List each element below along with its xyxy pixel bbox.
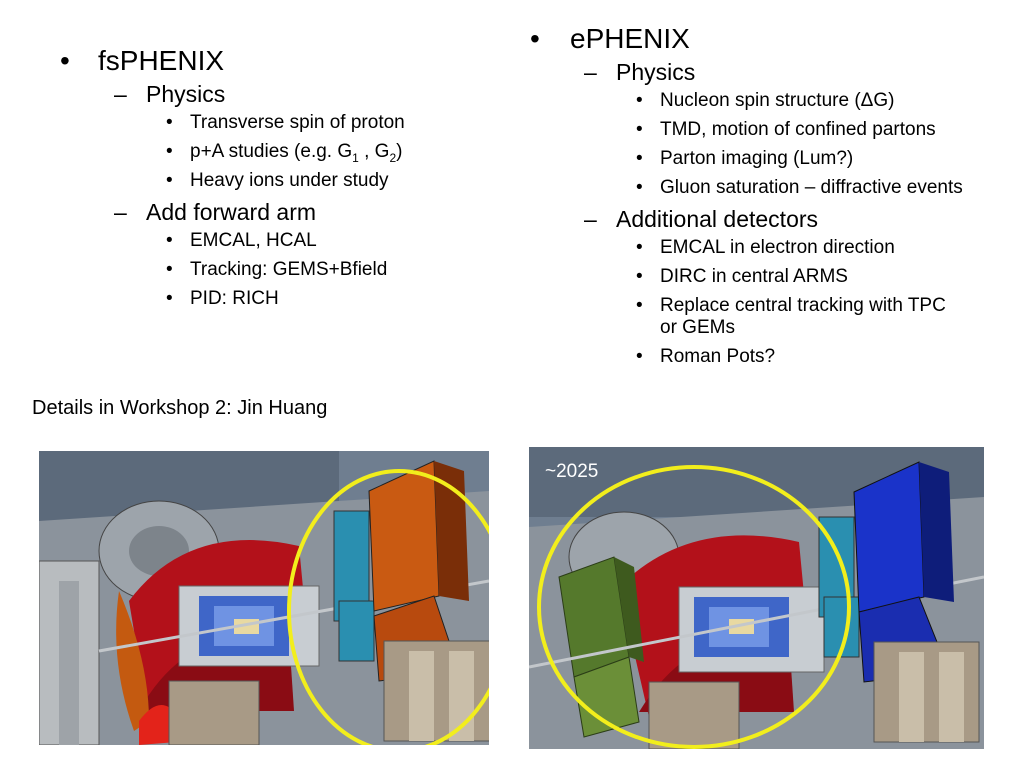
left-physics-item-2: • p+A studies (e.g. G1 , G2) [166, 141, 403, 165]
dash: – [114, 81, 127, 107]
left-column: • fsPHENIX – Physics • Transverse spin o… [60, 44, 500, 310]
left-arm-item-2: • Tracking: GEMS+Bfield [166, 259, 388, 280]
right-physics-item-2: • TMD, motion of confined partons [636, 119, 936, 140]
right-section-physics: – Physics [584, 59, 696, 85]
right-title: • ePHENIX [530, 23, 690, 54]
right-section-detectors: – Additional detectors [584, 206, 819, 232]
right-physics-item-3: • Parton imaging (Lum?) [636, 148, 854, 169]
ephenix-detector-image: ~2025 [529, 447, 984, 749]
right-det-item-1: • EMCAL in electron direction [636, 237, 895, 258]
left-physics-item-3: • Heavy ions under study [166, 170, 389, 191]
details-note: Details in Workshop 2: Jin Huang [32, 397, 328, 419]
right-physics-item-4: • Gluon saturation – diffractive events [636, 177, 963, 198]
left-arm-item-3: • PID: RICH [166, 288, 279, 309]
right-det-item-3: • Replace central tracking with TPC or G… [636, 295, 946, 338]
left-section-physics: – Physics [114, 81, 226, 107]
bullet: • [60, 45, 70, 76]
left-section-forward-arm: – Add forward arm [114, 199, 317, 225]
right-det-item-4: • Roman Pots? [636, 346, 776, 367]
right-physics-item-1: • Nucleon spin structure (ΔG) [636, 90, 895, 111]
right-column: • ePHENIX – Physics • Nucleon spin struc… [530, 22, 1010, 368]
left-physics-item-1: • Transverse spin of proton [166, 112, 405, 133]
right-det-item-2: • DIRC in central ARMS [636, 266, 848, 287]
fsphenix-detector-drawing [39, 451, 489, 745]
left-arm-item-1: • EMCAL, HCAL [166, 230, 317, 251]
year-label: ~2025 [545, 461, 599, 482]
left-title: • fsPHENIX [60, 45, 225, 76]
ephenix-detector-drawing [529, 447, 984, 749]
fsphenix-detector-image [39, 451, 489, 745]
